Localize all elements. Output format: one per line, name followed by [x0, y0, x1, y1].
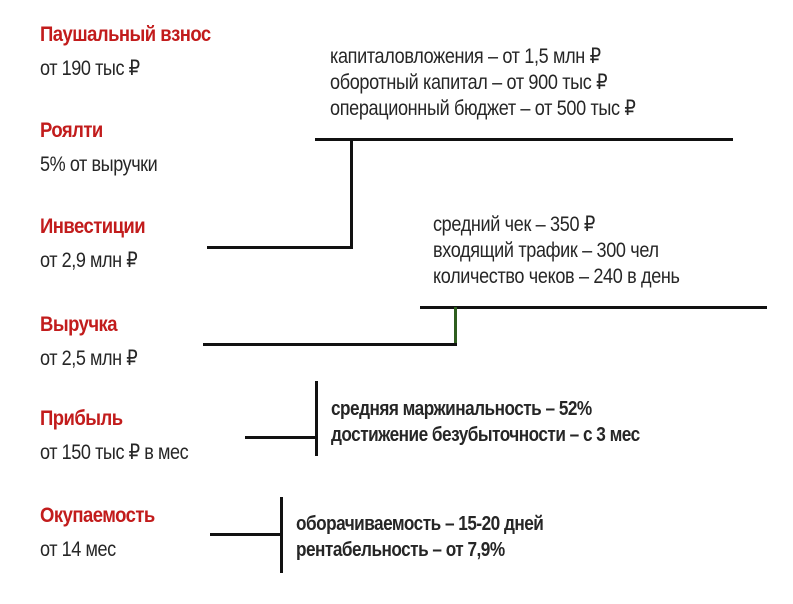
- payback-details: оборачиваемость – 15-20 дней рентабельно…: [296, 511, 544, 563]
- metric-value: от 14 мес: [40, 538, 116, 561]
- metric-revenue: Выручка от 2,5 млн ₽: [40, 312, 153, 372]
- detail-line: оборачиваемость – 15-20 дней: [296, 513, 544, 535]
- revenue-connector-vertical: [454, 307, 457, 346]
- metric-value: от 150 тыс ₽ в мес: [40, 441, 189, 464]
- investments-connector-horizontal: [207, 246, 353, 249]
- metric-title: Выручка: [40, 313, 118, 336]
- profit-connector-horizontal: [245, 436, 317, 439]
- detail-line: средняя маржинальность – 52%: [331, 398, 592, 420]
- metric-value: от 190 тыс ₽: [40, 57, 140, 80]
- investments-details: капиталовложения – от 1,5 млн ₽ оборотны…: [330, 44, 636, 122]
- metric-title: Инвестиции: [40, 215, 146, 238]
- metric-lump-sum-fee: Паушальный взнос от 190 тыс ₽: [40, 22, 234, 82]
- metric-title: Роялти: [40, 119, 103, 142]
- metric-profit: Прибыль от 150 тыс ₽ в мес: [40, 406, 212, 466]
- detail-line: оборотный капитал – от 900 тыс ₽: [330, 71, 608, 94]
- metric-investments: Инвестиции от 2,9 млн ₽: [40, 214, 159, 274]
- detail-line: операционный бюджет – от 500 тыс ₽: [330, 97, 636, 120]
- detail-line: входящий трафик – 300 чел: [433, 239, 659, 262]
- detail-line: достижение безубыточности – с 3 мес: [331, 424, 640, 446]
- payback-connector-horizontal: [210, 533, 282, 536]
- revenue-details: средний чек – 350 ₽ входящий трафик – 30…: [433, 212, 680, 290]
- investments-underline: [315, 138, 733, 141]
- detail-line: капиталовложения – от 1,5 млн ₽: [330, 45, 601, 68]
- metric-title: Прибыль: [40, 407, 123, 430]
- profit-bracket: [315, 381, 318, 456]
- detail-line: средний чек – 350 ₽: [433, 213, 595, 236]
- metric-value: от 2,5 млн ₽: [40, 347, 138, 370]
- revenue-underline: [420, 306, 767, 309]
- investments-connector-vertical: [350, 139, 353, 249]
- metric-title: Паушальный взнос: [40, 23, 211, 46]
- metric-title: Окупаемость: [40, 504, 155, 527]
- detail-line: количество чеков – 240 в день: [433, 265, 680, 288]
- profit-details: средняя маржинальность – 52% достижение …: [331, 396, 640, 448]
- metric-royalty: Роялти 5% от выручки: [40, 118, 176, 178]
- metric-payback: Окупаемость от 14 мес: [40, 503, 170, 563]
- detail-line: рентабельность – от 7,9%: [296, 539, 505, 561]
- metric-value: 5% от выручки: [40, 153, 158, 176]
- metric-value: от 2,9 млн ₽: [40, 249, 138, 272]
- revenue-connector-horizontal: [203, 343, 457, 346]
